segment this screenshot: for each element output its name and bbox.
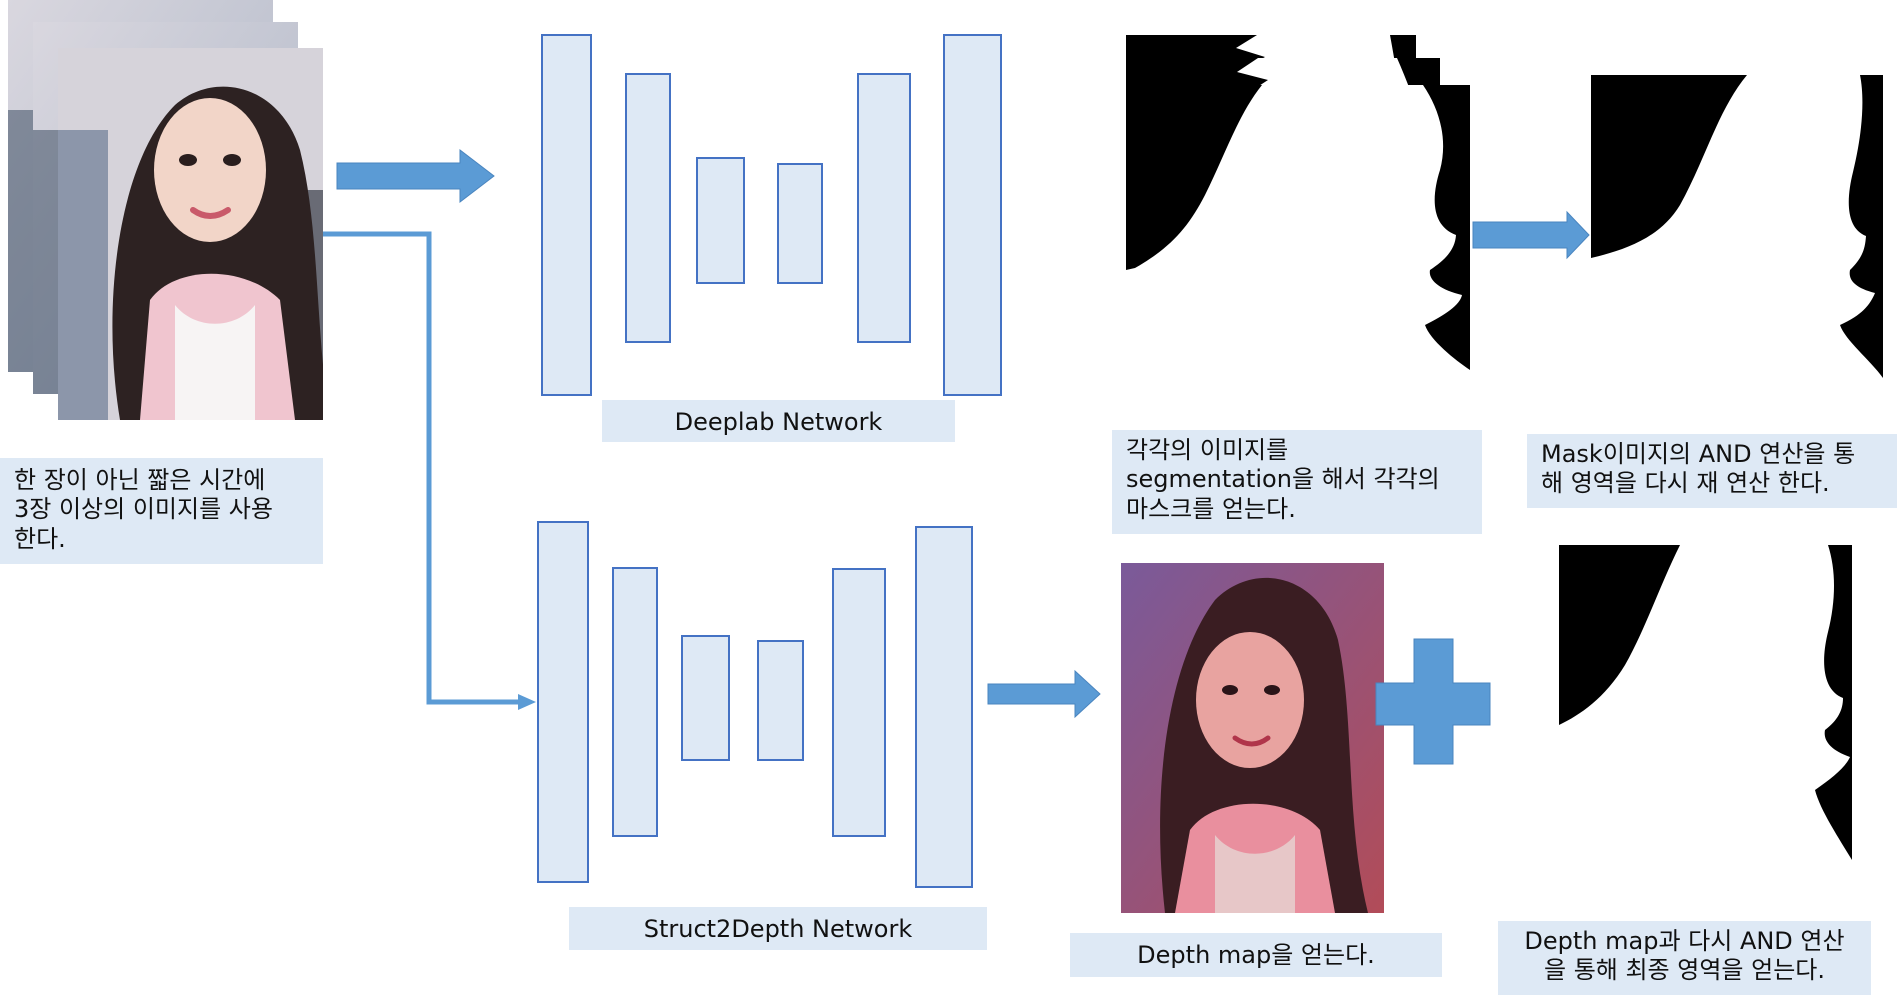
final-mask [1559,545,1855,885]
arrow-mask-to-and [1472,210,1590,260]
depth-map-photo [1121,563,1384,913]
struct2depth-layer-5 [832,568,886,837]
deeplab-network-blocks [541,34,1002,396]
struct2depth-layer-4 [757,640,804,761]
struct2depth-layer-1 [537,521,589,883]
deeplab-layer-5 [857,73,911,343]
connector-input-to-struct2depth [323,231,536,710]
segmentation-mask-stack [1126,35,1470,415]
deeplab-layer-6 [943,34,1002,396]
plus-icon [1375,638,1491,765]
arrow-struct2depth-to-depth [987,669,1101,719]
input-photo-stack [8,0,323,420]
selfie-photo-front [58,48,323,420]
depth-map-caption: Depth map을 얻는다. [1070,933,1442,977]
struct2depth-network-label: Struct2Depth Network [569,907,987,950]
deeplab-layer-4 [777,163,823,284]
deeplab-layer-3 [696,157,745,284]
deeplab-layer-2 [625,73,671,343]
struct2depth-layer-3 [681,635,730,761]
deeplab-network-label: Deeplab Network [602,400,955,442]
input-caption: 한 장이 아닌 짧은 시간에 3장 이상의 이미지를 사용 한다. [0,458,323,564]
segmentation-caption: 각각의 이미지를 segmentation을 해서 각각의 마스크를 얻는다. [1112,430,1482,534]
struct2depth-network-blocks [537,521,973,888]
arrow-input-to-deeplab [336,148,495,204]
struct2depth-layer-6 [915,526,973,888]
final-caption: Depth map과 다시 AND 연산 을 통해 최종 영역을 얻는다. [1498,921,1871,995]
and-result-mask [1591,75,1883,405]
mask-image-front [1126,85,1470,415]
deeplab-layer-1 [541,34,592,396]
mask-and-caption: Mask이미지의 AND 연산을 통 해 영역을 다시 재 연산 한다. [1527,434,1897,508]
struct2depth-layer-2 [612,567,658,837]
